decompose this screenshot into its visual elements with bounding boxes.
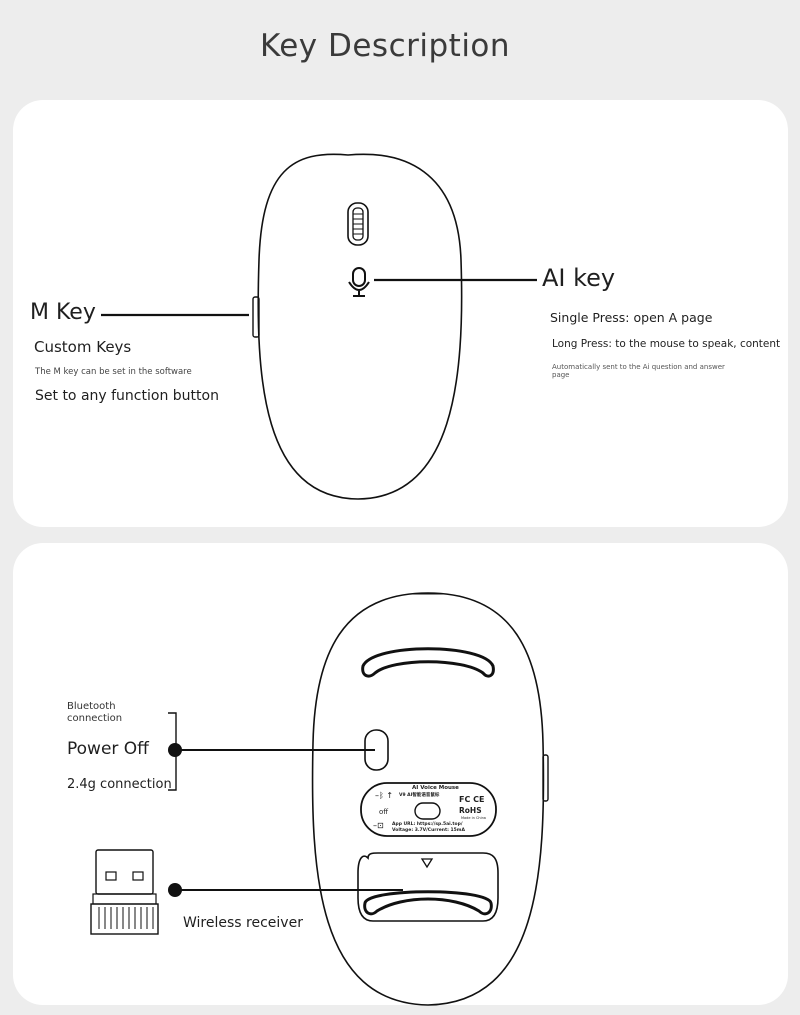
m-key-side-button	[252, 296, 260, 338]
plate-app-url: App URL: https://sp.5ai.top/	[392, 822, 463, 827]
side-button	[542, 754, 549, 802]
label-plate: –ᛒ ↑ –⊡	[360, 782, 497, 837]
bluetooth-symbol: –ᛒ ↑	[375, 791, 393, 800]
ai-key-note: Automatically sent to the Ai question an…	[552, 363, 725, 379]
plate-made-in: Made in China	[461, 816, 486, 820]
bottom-view-panel: –ᛒ ↑ –⊡	[13, 543, 788, 1006]
top-glide-pad	[361, 647, 495, 678]
ai-key-label: AI key	[542, 264, 616, 292]
m-key-heading: Custom Keys	[34, 338, 132, 356]
scroll-wheel-icon	[347, 202, 369, 246]
wireless-24g-label: 2.4g connection	[67, 777, 172, 792]
m-key-description: Set to any function button	[35, 388, 219, 404]
battery-compartment	[357, 852, 499, 922]
plate-model: V9 AI智能语音鼠标	[399, 793, 440, 798]
bluetooth-connection-label: Bluetooth connection	[67, 701, 123, 724]
plate-rohs: RoHS	[459, 806, 482, 815]
power-off-label: Power Off	[67, 739, 149, 759]
top-view-panel: M Key Custom Keys The M key can be set i…	[13, 100, 788, 527]
arrow-down-icon	[420, 858, 434, 869]
wireless-receiver-label: Wireless receiver	[183, 915, 303, 931]
microphone-icon	[348, 267, 370, 297]
mouse-body-bottom	[311, 592, 545, 1006]
plate-product-name: AI Voice Mouse	[412, 785, 459, 791]
mouse-top-view-illustration	[101, 153, 537, 500]
m-key-note: The M key can be set in the software	[35, 367, 192, 377]
usb-receiver-icon	[90, 849, 159, 935]
ai-key-long-press: Long Press: to the mouse to speak, conte…	[552, 338, 781, 350]
plate-voltage: Voltage: 3.7V/Current: 15mA	[392, 828, 465, 833]
mouse-bottom-view-illustration: –ᛒ ↑ –⊡	[90, 592, 549, 1006]
m-key-label: M Key	[30, 300, 96, 325]
plate-off-label: off	[379, 808, 389, 816]
plate-usb-symbol: –⊡	[373, 821, 384, 830]
mouse-body-top	[257, 153, 463, 500]
page-title: Key Description	[259, 28, 511, 64]
plate-certifications: FC CE	[459, 795, 485, 804]
ai-key-single-press: Single Press: open A page	[550, 310, 713, 325]
